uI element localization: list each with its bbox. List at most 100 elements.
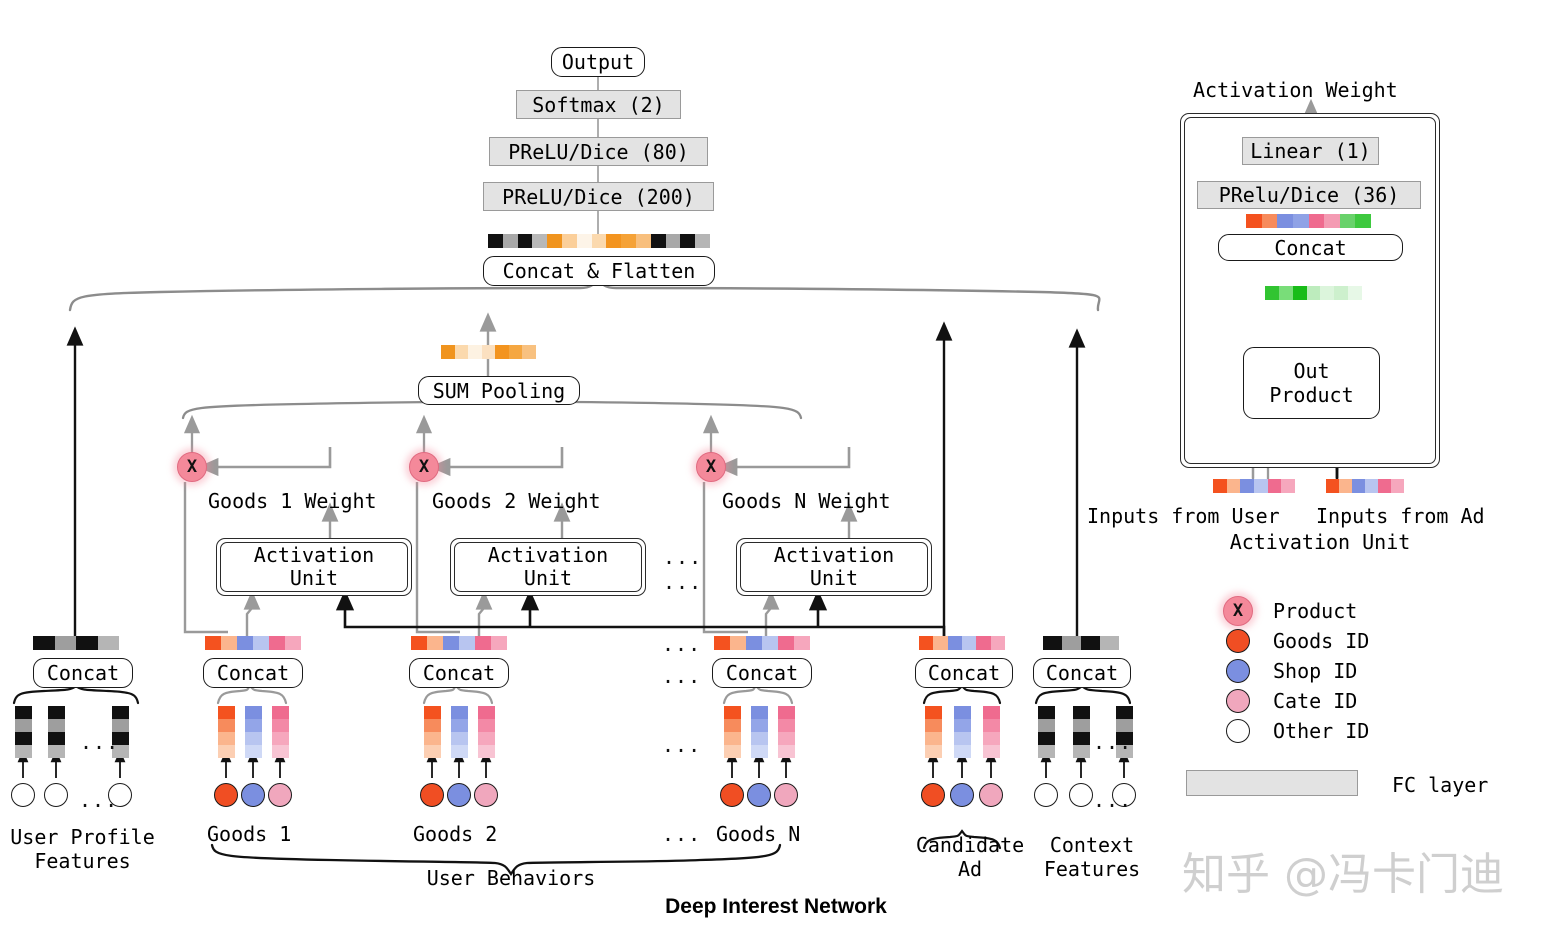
- goodsN-weight-label: Goods N Weight: [722, 489, 891, 513]
- activation-unit-goods1[interactable]: Activation Unit: [216, 538, 412, 596]
- activation-unit-goodsN[interactable]: Activation Unit: [736, 538, 932, 596]
- legend-label: Product: [1273, 599, 1358, 623]
- goodsN-embedding-goods: [724, 706, 741, 758]
- ellipsis-goods-concat: ...: [662, 664, 702, 688]
- goods1-embedding-goods: [218, 706, 235, 758]
- au-concat-output-bar: [1246, 214, 1371, 228]
- out-product-node: Out Product: [1243, 347, 1380, 419]
- goods2-embedding-goods: [424, 706, 441, 758]
- activation-unit-label-2: Unit: [523, 566, 573, 590]
- cate-id-dot: [474, 783, 498, 807]
- activation-unit-label-1: Activation: [773, 543, 895, 567]
- sum-pooling-node: SUM Pooling: [418, 376, 580, 405]
- context-embedding-2: [1073, 706, 1090, 758]
- ellipsis-goods-bars: ...: [662, 632, 702, 656]
- candidate-ad-label: Candidate Ad: [915, 833, 1025, 881]
- product-node-goodsN: X: [696, 452, 726, 482]
- other-id-dot-1: [1034, 783, 1058, 807]
- user-profile-dot-ellipsis: ...: [79, 788, 119, 812]
- concat-flatten-node: Concat & Flatten: [483, 256, 715, 286]
- goods-id-dot: [921, 783, 945, 807]
- other-id-dot-3: [1112, 783, 1136, 807]
- activation-unit-label-2: Unit: [809, 566, 859, 590]
- other-id-dot-1: [11, 783, 35, 807]
- shop-id-dot: [950, 783, 974, 807]
- softmax-label: Softmax (2): [532, 92, 665, 117]
- other-id-dot-2: [1069, 783, 1093, 807]
- shop-id-dot: [747, 783, 771, 807]
- goodsN-embedding-shop: [751, 706, 768, 758]
- concat-flatten-label: Concat & Flatten: [502, 259, 696, 283]
- user-profile-concat-bar: [33, 636, 119, 650]
- legend-label: Shop ID: [1273, 659, 1358, 683]
- goods-id-dot-icon: [1215, 629, 1261, 653]
- watermark: 知乎 @冯卡门迪: [1182, 849, 1504, 900]
- shop-id-dot-icon: [1215, 659, 1261, 683]
- concat-goods1: Concat: [203, 658, 303, 688]
- other-id-dot-icon: [1215, 719, 1261, 743]
- goods-id-dot: [720, 783, 744, 807]
- goods2-weight-label: Goods 2 Weight: [432, 489, 601, 513]
- prelu-dice-200-layer: PReLU/Dice (200): [483, 182, 714, 211]
- user-profile-embedding-2: [48, 706, 65, 758]
- candidate-ad-embedding-goods: [925, 706, 942, 758]
- ellipsis-between-units-2: ...: [663, 570, 703, 594]
- candidate-ad-concat-bar: [919, 636, 1005, 650]
- context-features-label: Context Features: [1043, 833, 1141, 881]
- activation-unit-goods2[interactable]: Activation Unit: [450, 538, 646, 596]
- candidate-ad-embedding-shop: [954, 706, 971, 758]
- concat-goods2: Concat: [409, 658, 509, 688]
- cate-id-dot: [979, 783, 1003, 807]
- activation-unit-caption: Activation Unit: [1229, 530, 1411, 554]
- au-input-user-bar: [1213, 479, 1296, 493]
- prelu200-label: PReLU/Dice (200): [502, 184, 695, 209]
- user-profile-embedding-1: [15, 706, 32, 758]
- user-profile-embedding-3: [112, 706, 129, 758]
- ellipsis-goods-labels: ...: [662, 822, 702, 846]
- context-embedding-3: [1116, 706, 1133, 758]
- inputs-from-user-label: Inputs from User: [1087, 504, 1280, 528]
- inputs-from-ad-label: Inputs from Ad: [1316, 504, 1485, 528]
- user-profile-features-label: User Profile Features: [10, 825, 155, 873]
- legend-label: Other ID: [1273, 719, 1370, 743]
- output-node: Output: [551, 47, 645, 77]
- goods2-label: Goods 2: [413, 822, 498, 846]
- goods2-concat-bar: [411, 636, 507, 650]
- product-node-goods2: X: [409, 452, 439, 482]
- user-behaviors-brace-label: User Behaviors: [426, 866, 596, 890]
- legend-item-goods-id: Goods ID: [1215, 626, 1545, 656]
- au-outproduct-bar: [1265, 286, 1363, 300]
- ellipsis-goods-embedding: ...: [662, 733, 702, 757]
- figure-title: Deep Interest Network: [665, 895, 887, 918]
- cate-id-dot-icon: [1215, 689, 1261, 713]
- goodsN-label: Goods N: [716, 822, 801, 846]
- legend-label: Cate ID: [1273, 689, 1358, 713]
- goods-id-dot: [214, 783, 238, 807]
- softmax-layer: Softmax (2): [516, 90, 681, 119]
- au-input-ad-bar: [1326, 479, 1404, 493]
- prelu80-label: PReLU/Dice (80): [508, 139, 689, 164]
- shop-id-dot: [447, 783, 471, 807]
- goods2-embedding-shop: [451, 706, 468, 758]
- legend-fc-layer-label: FC layer: [1392, 773, 1489, 797]
- cate-id-dot: [268, 783, 292, 807]
- output-label: Output: [561, 50, 635, 74]
- goodsN-concat-bar: [714, 636, 810, 650]
- context-embedding-1: [1038, 706, 1055, 758]
- goods1-concat-bar: [205, 636, 301, 650]
- activation-weight-label: Activation Weight: [1193, 78, 1398, 102]
- legend: X Product Goods ID Shop ID Cate ID: [1215, 596, 1545, 746]
- au-concat-node: Concat: [1218, 234, 1403, 261]
- goods2-embedding-cate: [478, 706, 495, 758]
- concat-goodsN: Concat: [712, 658, 812, 688]
- sum-pooling-label: SUM Pooling: [432, 378, 566, 403]
- flatten-embedding-bar: [488, 234, 710, 248]
- goods1-embedding-cate: [272, 706, 289, 758]
- ellipsis-between-units-1: ...: [663, 545, 703, 569]
- user-profile-ellipsis: ...: [80, 730, 120, 754]
- candidate-ad-embedding-cate: [983, 706, 1000, 758]
- activation-unit-label-1: Activation: [253, 543, 375, 567]
- cate-id-dot: [774, 783, 798, 807]
- shop-id-dot: [241, 783, 265, 807]
